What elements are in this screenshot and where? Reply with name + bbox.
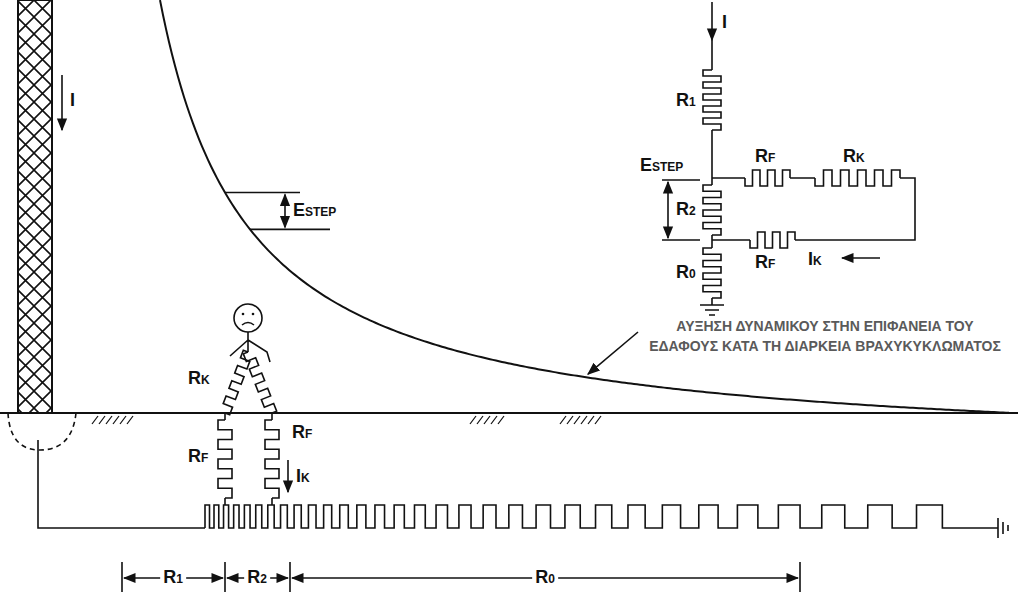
current-label: I: [70, 90, 75, 112]
current-label: IK: [296, 466, 310, 488]
resistor-symbol: [703, 248, 721, 298]
resistance-label: RF: [755, 252, 775, 274]
current-arrow: [711, 2, 713, 40]
resistor-symbol: [703, 70, 721, 130]
resistance-label: RF: [188, 446, 208, 468]
soil-hatch: [595, 416, 601, 424]
step-arrow: [667, 182, 669, 238]
soil-hatch: [484, 416, 490, 424]
tower-footing: [8, 413, 76, 450]
dimension-label: R0: [532, 567, 558, 589]
wire: [38, 440, 205, 528]
soil-hatch: [106, 416, 112, 424]
soil-hatch: [498, 416, 504, 424]
soil-hatch: [574, 416, 580, 424]
note-text: ΑΥΞΗΣΗ ΔΥΝΑΜΙΚΟΥ ΣΤΗΝ ΕΠΙΦΑΝΕΙΑ ΤΟΥ ΕΔΑΦ…: [645, 316, 1005, 356]
resistance-label: RF: [292, 422, 312, 444]
resistance-label: R2: [676, 199, 696, 221]
soil-hatch: [113, 416, 119, 424]
soil-hatch: [560, 416, 566, 424]
person-eye: [252, 313, 255, 316]
resistance-label: R0: [676, 262, 696, 284]
dimension-label: R2: [244, 567, 270, 589]
soil-hatch: [491, 416, 497, 424]
soil-hatch: [120, 416, 126, 424]
current-arrow: [61, 75, 63, 130]
soil-hatch: [92, 416, 98, 424]
step-arrow: [284, 195, 286, 228]
soil-hatch: [581, 416, 587, 424]
voltage-label: ESTEP: [640, 155, 683, 177]
resistor-symbol: [205, 505, 995, 528]
resistor-symbol: [815, 170, 900, 186]
tower: [18, 0, 52, 413]
current-arrow: [842, 257, 880, 259]
soil-hatch: [588, 416, 594, 424]
resistance-label: RK: [188, 368, 210, 390]
person-body: [230, 332, 270, 362]
wire: [712, 178, 915, 240]
wire: [711, 40, 713, 305]
leader-line: [588, 332, 638, 374]
current-arrow: [287, 460, 289, 492]
potential-curve: [160, 0, 1009, 413]
current-label: IK: [808, 249, 822, 271]
person-head: [234, 304, 262, 332]
soil-hatch: [477, 416, 483, 424]
ground-symbol: [995, 518, 1008, 538]
resistor-symbol: [218, 420, 232, 498]
step-bracket: [662, 180, 700, 240]
dimension-tick: [122, 562, 800, 592]
soil-hatch: [470, 416, 476, 424]
resistor-symbol: [243, 352, 276, 413]
voltage-label: ESTEP: [293, 200, 336, 222]
current-label: I: [722, 12, 727, 34]
resistance-label: R1: [676, 90, 696, 112]
ground-surface: [0, 412, 1018, 414]
resistor-symbol: [750, 232, 795, 248]
resistor-symbol: [265, 420, 279, 498]
soil-hatch: [567, 416, 573, 424]
resistance-label: RK: [843, 146, 865, 168]
dimension-label: R1: [160, 567, 186, 589]
soil-hatch: [127, 416, 133, 424]
resistor-symbol: [703, 185, 721, 235]
ground-symbol: [700, 305, 724, 315]
person-eye: [242, 313, 245, 316]
soil-hatch: [99, 416, 105, 424]
resistance-label: RF: [755, 146, 775, 168]
person-mouth: [242, 323, 254, 326]
resistor-symbol: [745, 170, 790, 186]
